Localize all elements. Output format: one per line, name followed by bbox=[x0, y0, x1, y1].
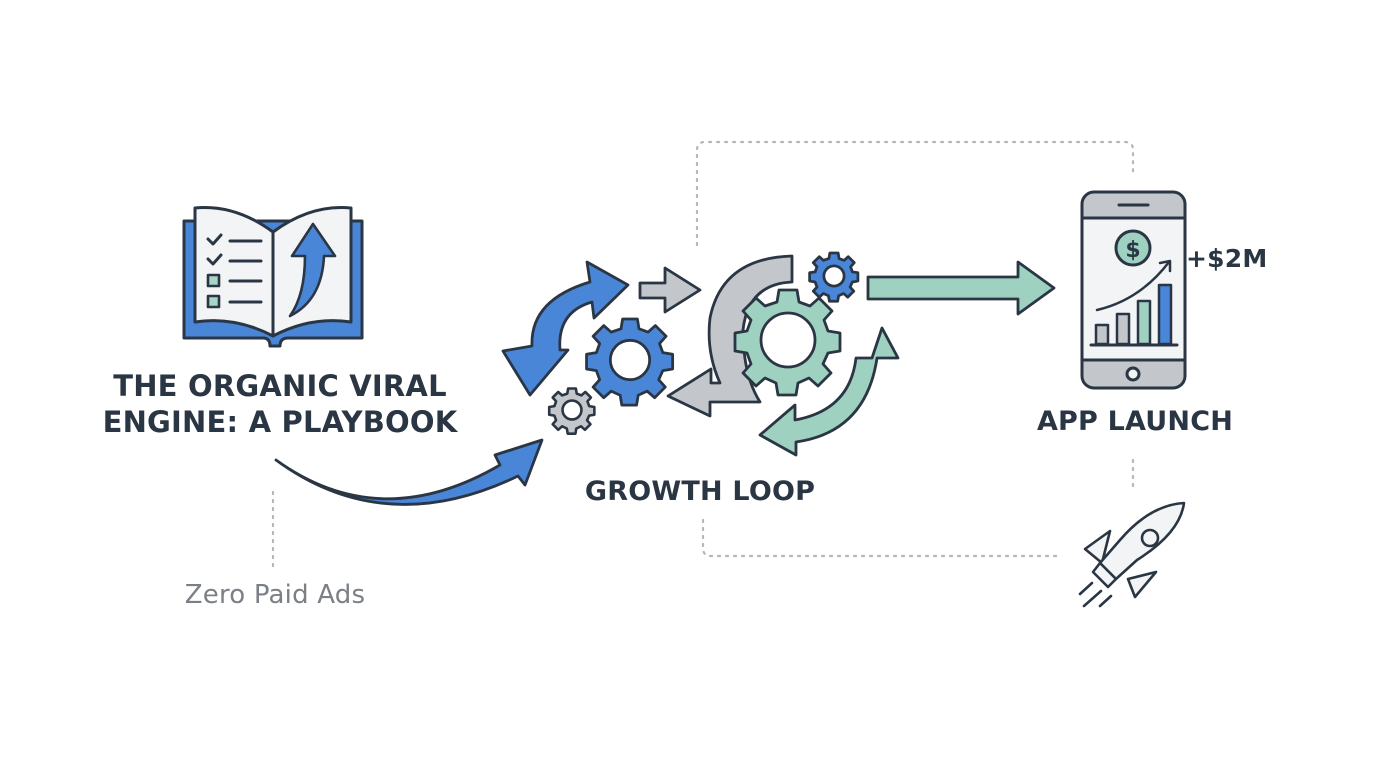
gray-forward-arrow bbox=[638, 266, 702, 314]
rocket-icon bbox=[1078, 501, 1186, 608]
small-gray-gear-icon bbox=[547, 387, 596, 435]
playbook-title-line-1: THE ORGANIC VIRAL bbox=[113, 369, 447, 403]
up-arrow-icon bbox=[288, 222, 337, 318]
smartphone-icon: $ bbox=[1080, 190, 1187, 390]
dotted-bottom-frame bbox=[701, 458, 1135, 558]
app-launch-label: APP LAUNCH bbox=[1036, 406, 1234, 437]
mint-to-launch-arrow bbox=[866, 260, 1056, 316]
dotted-top-frame bbox=[695, 140, 1135, 247]
svg-text:$: $ bbox=[1125, 238, 1140, 263]
playbook-title: THE ORGANIC VIRAL ENGINE: A PLAYBOOK bbox=[100, 368, 460, 440]
mint-gear-icon bbox=[733, 288, 842, 397]
playbook-title-line-2: ENGINE: A PLAYBOOK bbox=[102, 405, 458, 439]
dollar-coin-icon: $ bbox=[1114, 229, 1152, 267]
zero-paid-ads-label: Zero Paid Ads bbox=[184, 580, 366, 610]
growth-loop-cluster bbox=[501, 251, 1056, 457]
dotted-connectors bbox=[271, 140, 1135, 568]
bar-chart-icon bbox=[1089, 259, 1179, 347]
blue-cycle-arrow bbox=[501, 260, 630, 397]
checklist-icon bbox=[206, 233, 263, 309]
blue-gear-icon bbox=[585, 317, 675, 407]
small-blue-gear-icon bbox=[808, 251, 860, 303]
revenue-label: +$2M bbox=[1186, 244, 1268, 273]
mint-cycle-arrow bbox=[758, 326, 900, 457]
playbook-book-icon bbox=[182, 206, 364, 348]
growth-loop-label: GROWTH LOOP bbox=[584, 476, 816, 507]
intro-curved-arrow bbox=[274, 438, 544, 506]
